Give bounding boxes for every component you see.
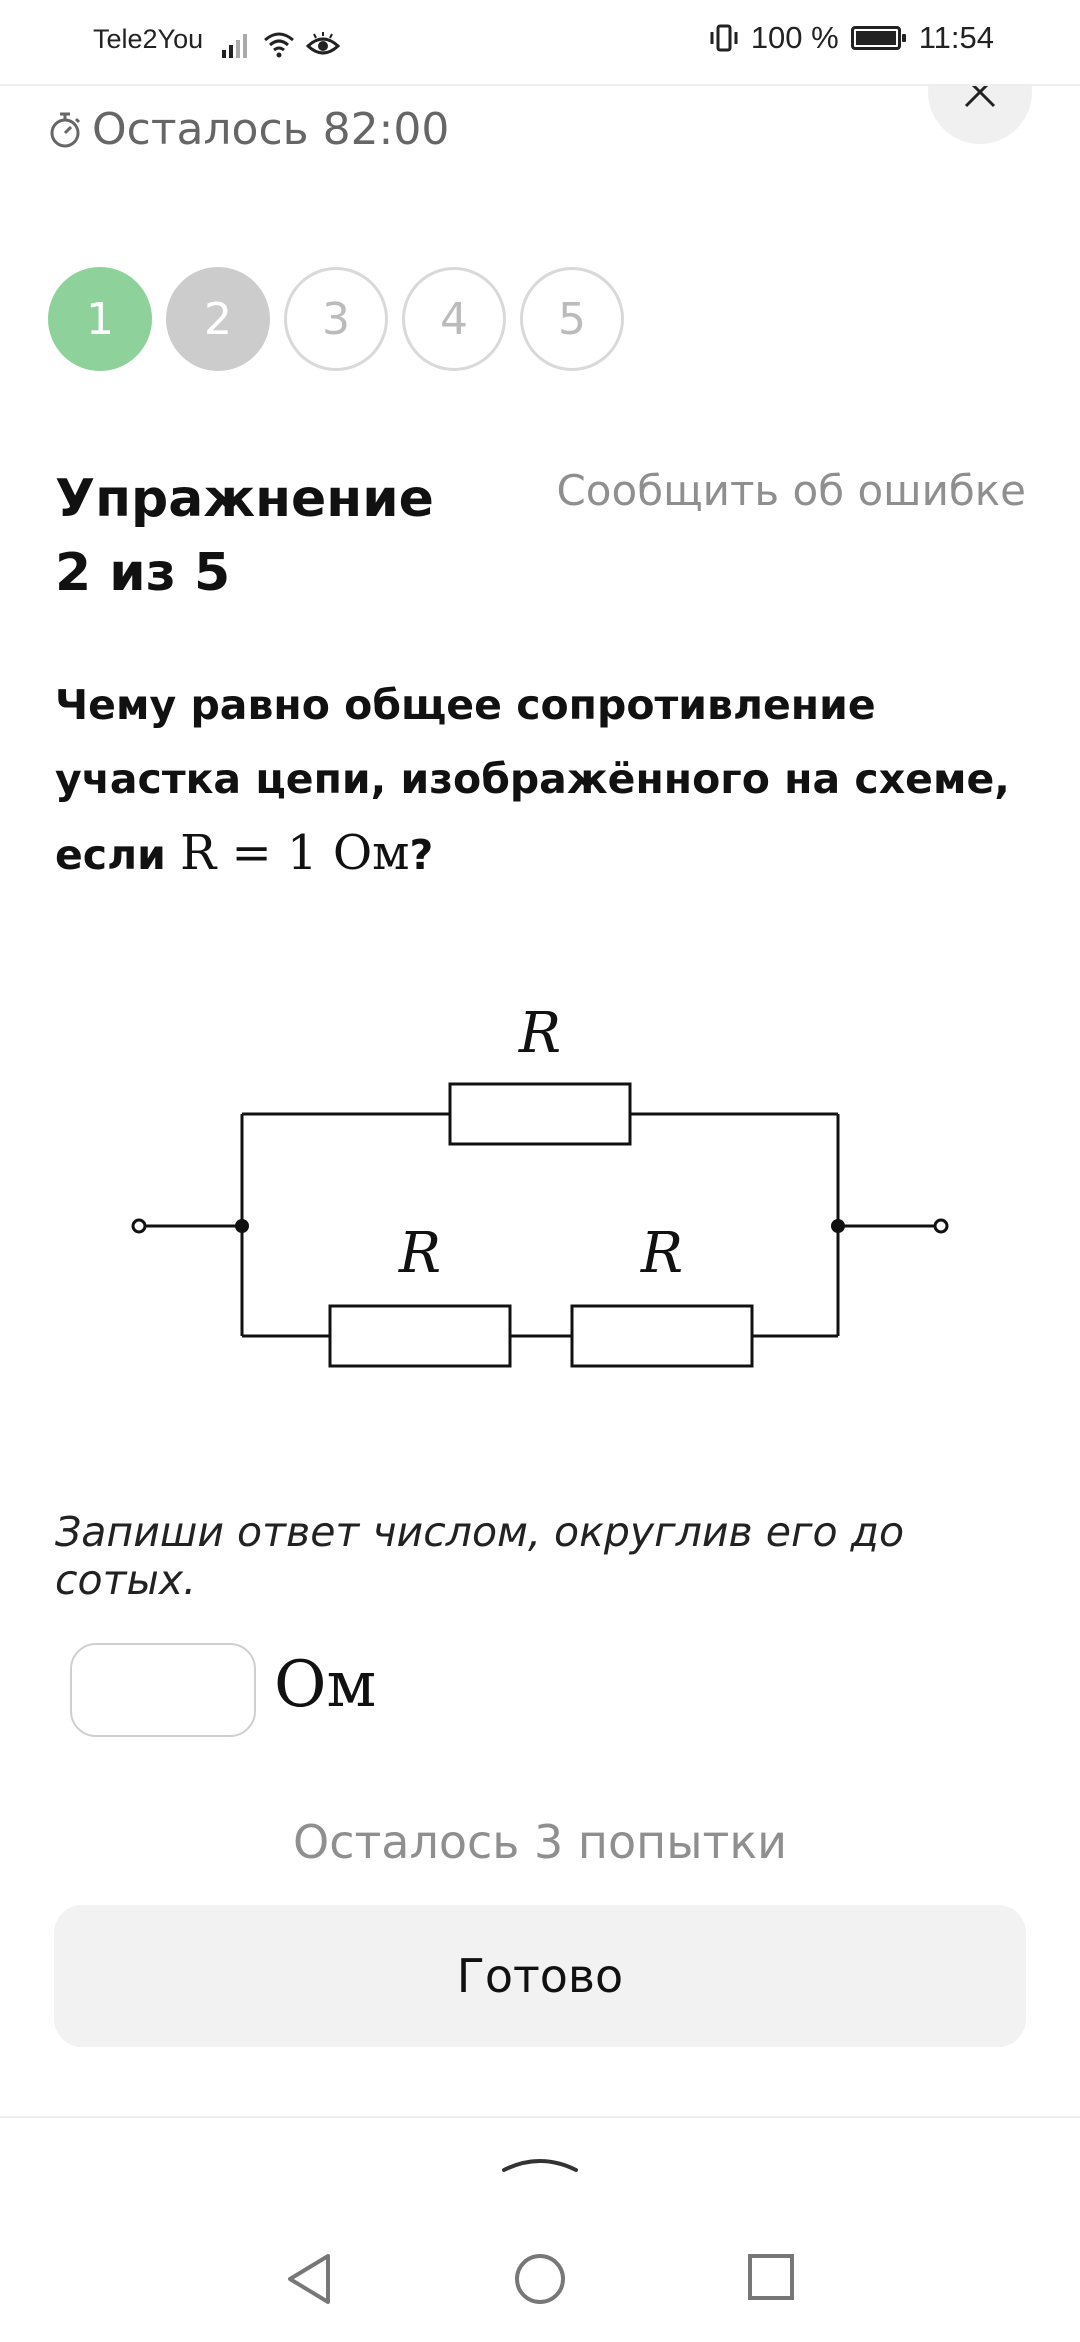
step-1[interactable]: 1: [48, 267, 152, 371]
answer-instruction: Запиши ответ числом, округлив его до сот…: [55, 1508, 905, 1604]
resistor-label-top: R: [518, 1001, 561, 1066]
submit-button[interactable]: Готово: [54, 1905, 1026, 2047]
resistor-bottom-right: [570, 1304, 754, 1368]
signal-icon: [222, 34, 247, 58]
junction-left: [235, 1219, 249, 1233]
navigation-bar: [0, 2116, 1080, 2342]
step-3[interactable]: 3: [284, 267, 388, 371]
timer-text: Осталось 82:00: [92, 104, 450, 155]
resistor-label-bottom-right: R: [640, 1221, 683, 1286]
circuit-diagram: R R R: [131, 1001, 949, 1368]
question-text: Чему равно общее сопротивление участка ц…: [55, 668, 1015, 892]
chevron-up-icon[interactable]: [500, 2148, 580, 2176]
battery-fill: [855, 31, 896, 45]
terminal-left: [131, 1218, 147, 1234]
status-right: 100 % 11:54: [709, 20, 994, 56]
resistor-label-bottom-left: R: [398, 1221, 441, 1286]
back-icon[interactable]: [284, 2252, 334, 2306]
stopwatch-icon: [50, 112, 81, 147]
step-2[interactable]: 2: [166, 267, 270, 371]
carrier-name: Tele2You: [93, 24, 204, 54]
wifi-icon: [264, 32, 294, 58]
battery-percent: 100 %: [750, 20, 839, 55]
battery-icon: [850, 26, 906, 50]
status-bar: Tele2You 100 %: [0, 0, 1080, 86]
clock: 11:54: [918, 20, 994, 55]
vibrate-icon: [710, 24, 738, 52]
recent-apps-icon[interactable]: [746, 2252, 796, 2302]
question-end: ?: [409, 831, 434, 879]
timer: Осталось 82:00: [48, 104, 449, 155]
step-4[interactable]: 4: [402, 267, 506, 371]
question-math: R = 1 Ом: [180, 825, 410, 881]
home-icon[interactable]: [513, 2252, 567, 2306]
terminal-right: [933, 1218, 949, 1234]
answer-input[interactable]: [70, 1643, 256, 1737]
junction-right: [831, 1219, 845, 1233]
resistor-bottom-left: [328, 1304, 512, 1368]
report-error-link[interactable]: Сообщить об ошибке: [556, 466, 1026, 515]
resistor-top: [448, 1082, 632, 1146]
question-body: Чему равно общее сопротивление участка ц…: [55, 681, 1010, 879]
attempts-left: Осталось 3 попытки: [292, 1815, 788, 1869]
eye-icon: [306, 32, 340, 55]
answer-unit: Ом: [274, 1648, 377, 1722]
step-5[interactable]: 5: [520, 267, 624, 371]
status-icons: [222, 22, 340, 58]
exercise-title: Упражнение 2 из 5: [55, 469, 434, 603]
